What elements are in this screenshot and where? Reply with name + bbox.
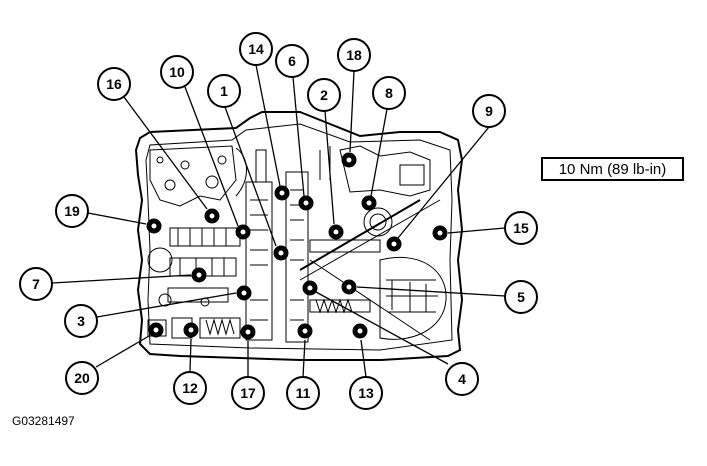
hex-bolt-icon [341,279,357,295]
hex-bolt-icon [386,236,402,252]
callout-12: 12 [173,371,207,405]
figure-id: G03281497 [12,414,75,428]
hex-bolt-icon [240,324,256,340]
callout-6: 6 [275,44,309,78]
callout-7: 7 [19,267,53,301]
hex-bolt-icon [273,245,289,261]
callout-19: 19 [55,194,89,228]
callout-9: 9 [472,94,506,128]
svg-text:5: 5 [517,289,525,305]
hex-bolt-icon [432,225,448,241]
hex-bolt-icon [361,195,377,211]
callout-1: 1 [207,74,241,108]
callout-11: 11 [286,376,320,410]
valve-body-outline [134,111,464,361]
callout-16: 16 [97,67,131,101]
svg-text:17: 17 [240,385,256,401]
hex-bolt-icon [183,322,199,338]
callout-5: 5 [504,280,538,314]
hex-bolt-icon [297,323,313,339]
bolts [146,152,448,340]
torque-spec-label: 10 Nm (89 lb-in) [541,157,684,181]
svg-text:3: 3 [77,313,85,329]
hex-bolt-icon [204,208,220,224]
svg-text:12: 12 [182,380,198,396]
svg-text:11: 11 [296,385,311,401]
svg-text:4: 4 [458,371,466,387]
callout-15: 15 [504,211,538,245]
svg-text:1: 1 [220,83,228,99]
callout-2: 2 [307,78,341,112]
svg-text:16: 16 [106,76,122,92]
hex-bolt-icon [302,280,318,296]
hex-bolt-icon [274,185,290,201]
svg-text:18: 18 [346,47,362,63]
svg-text:6: 6 [288,53,296,69]
callout-13: 13 [349,376,383,410]
svg-text:8: 8 [385,85,393,101]
svg-text:14: 14 [248,41,264,57]
hex-bolt-icon [235,224,251,240]
hex-bolt-icon [352,323,368,339]
hex-bolt-icon [146,218,162,234]
svg-text:7: 7 [32,276,40,292]
callout-3: 3 [64,304,98,338]
hex-bolt-icon [148,322,164,338]
hex-bolt-icon [236,285,252,301]
callout-14: 14 [239,32,273,66]
svg-text:15: 15 [513,220,529,236]
callout-4: 4 [445,362,479,396]
hex-bolt-icon [341,152,357,168]
hex-bolt-icon [328,224,344,240]
svg-text:10: 10 [169,64,185,80]
hex-bolt-icon [191,267,207,283]
callouts: 1 2 3 4 5 6 7 8 9 10 11 12 13 14 15 16 1… [19,32,538,410]
callout-17: 17 [231,376,265,410]
svg-text:13: 13 [358,385,374,401]
svg-text:19: 19 [64,203,80,219]
svg-text:2: 2 [320,87,328,103]
callout-20: 20 [65,361,99,395]
leader-lines [51,64,506,378]
callout-8: 8 [372,76,406,110]
hex-bolt-icon [298,195,314,211]
callout-18: 18 [337,38,371,72]
svg-text:20: 20 [74,370,90,386]
callout-10: 10 [160,55,194,89]
svg-text:9: 9 [485,103,493,119]
